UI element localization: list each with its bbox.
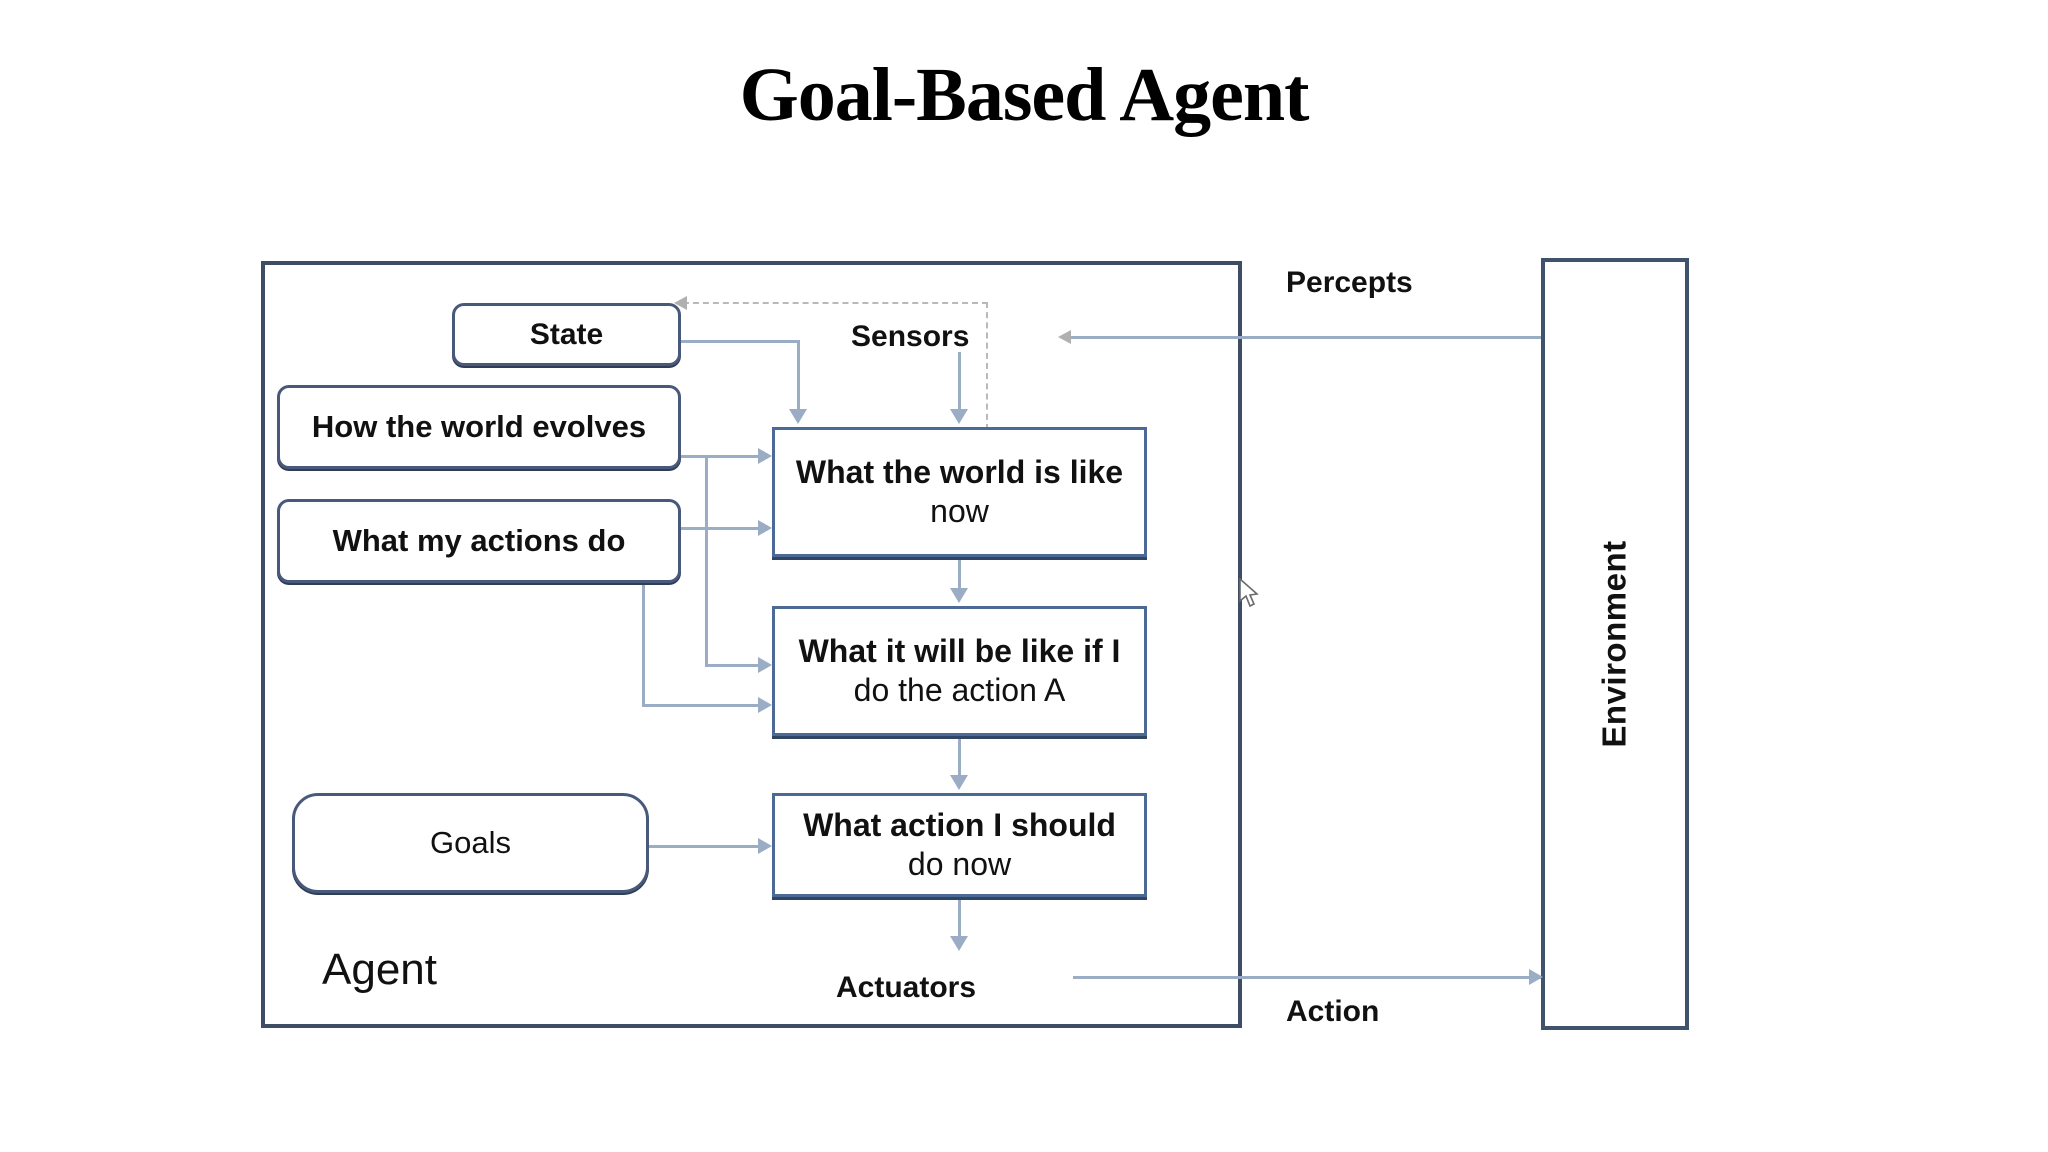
box-world-now-line2: now — [930, 493, 989, 529]
actions-to-wouldbe-arrowhead — [758, 697, 772, 713]
box-goals-label: Goals — [430, 825, 511, 860]
box-what-action-i-should-do-now[interactable]: What action I should do now — [772, 793, 1147, 897]
box-how-the-world-evolves-label: How the world evolves — [311, 409, 647, 444]
agent-label: Agent — [322, 945, 437, 994]
box-would-be-line2: do the action A — [853, 672, 1066, 708]
box-what-the-world-is-like-now-text: What the world is like now — [796, 453, 1123, 531]
box-how-the-world-evolves[interactable]: How the world evolves — [277, 385, 681, 469]
page-title: Goal-Based Agent — [739, 53, 1310, 137]
goals-to-action-line — [649, 845, 762, 848]
state-feedback-line-horizontal — [683, 302, 988, 304]
box-state[interactable]: State — [452, 303, 681, 366]
action-arrowhead — [1529, 969, 1543, 985]
percepts-arrowhead — [1058, 330, 1071, 344]
world-to-wouldbe-line — [958, 557, 961, 590]
sensors-drop-line — [958, 352, 961, 412]
environment-label-wrapper: Environment — [1541, 258, 1689, 1030]
percepts-line — [1068, 336, 1541, 339]
sensors-label: Sensors — [851, 320, 970, 353]
box-state-label: State — [529, 317, 604, 351]
box-what-action-line2: do now — [907, 846, 1012, 882]
evolves-to-wouldbe-horizontal — [705, 664, 762, 667]
box-world-now-line1: What the world is like — [795, 453, 1124, 490]
box-what-my-actions-do-label: What my actions do — [332, 523, 626, 558]
state-out-line-vertical — [797, 340, 800, 412]
box-would-be-line1: What it will be like if I — [798, 632, 1121, 669]
evolves-to-world-arrowhead — [758, 448, 772, 464]
box-what-action-i-should-do-now-text: What action I should do now — [803, 806, 1116, 884]
mouse-cursor-icon — [1239, 578, 1259, 608]
evolves-to-world-line — [681, 455, 762, 458]
actuators-label: Actuators — [836, 971, 977, 1004]
sensors-drop-arrowhead — [950, 409, 968, 424]
box-what-action-line1: What action I should — [803, 806, 1116, 843]
actions-to-wouldbe-horizontal — [642, 704, 762, 707]
evolves-to-wouldbe-arrowhead — [758, 657, 772, 673]
action-line — [1073, 976, 1541, 979]
box-what-it-will-be-like-text: What it will be like if I do the action … — [799, 632, 1121, 710]
box-what-my-actions-do[interactable]: What my actions do — [277, 499, 681, 583]
box-what-it-will-be-like[interactable]: What it will be like if I do the action … — [772, 606, 1147, 736]
evolves-to-wouldbe-vertical — [705, 455, 708, 667]
state-out-line-horizontal — [681, 340, 800, 343]
box-goals[interactable]: Goals — [292, 793, 649, 893]
actions-to-world-arrowhead — [758, 520, 772, 536]
state-out-arrowhead — [789, 409, 807, 424]
goals-to-action-arrowhead — [758, 838, 772, 854]
box-what-the-world-is-like-now[interactable]: What the world is like now — [772, 427, 1147, 557]
agent-boundary-box — [261, 261, 1242, 1028]
wouldbe-to-action-arrowhead — [950, 775, 968, 790]
action-to-actuators-arrowhead — [950, 936, 968, 951]
actions-to-world-line — [681, 527, 762, 530]
percepts-label: Percepts — [1286, 266, 1413, 299]
state-feedback-line-vertical — [986, 302, 988, 430]
actions-to-wouldbe-vertical — [642, 527, 645, 707]
wouldbe-to-action-line — [958, 736, 961, 776]
world-to-wouldbe-arrowhead — [950, 588, 968, 603]
action-to-actuators-line — [958, 897, 961, 939]
action-label: Action — [1286, 995, 1380, 1028]
environment-label: Environment — [1596, 540, 1634, 748]
environment-box — [1541, 258, 1689, 1030]
